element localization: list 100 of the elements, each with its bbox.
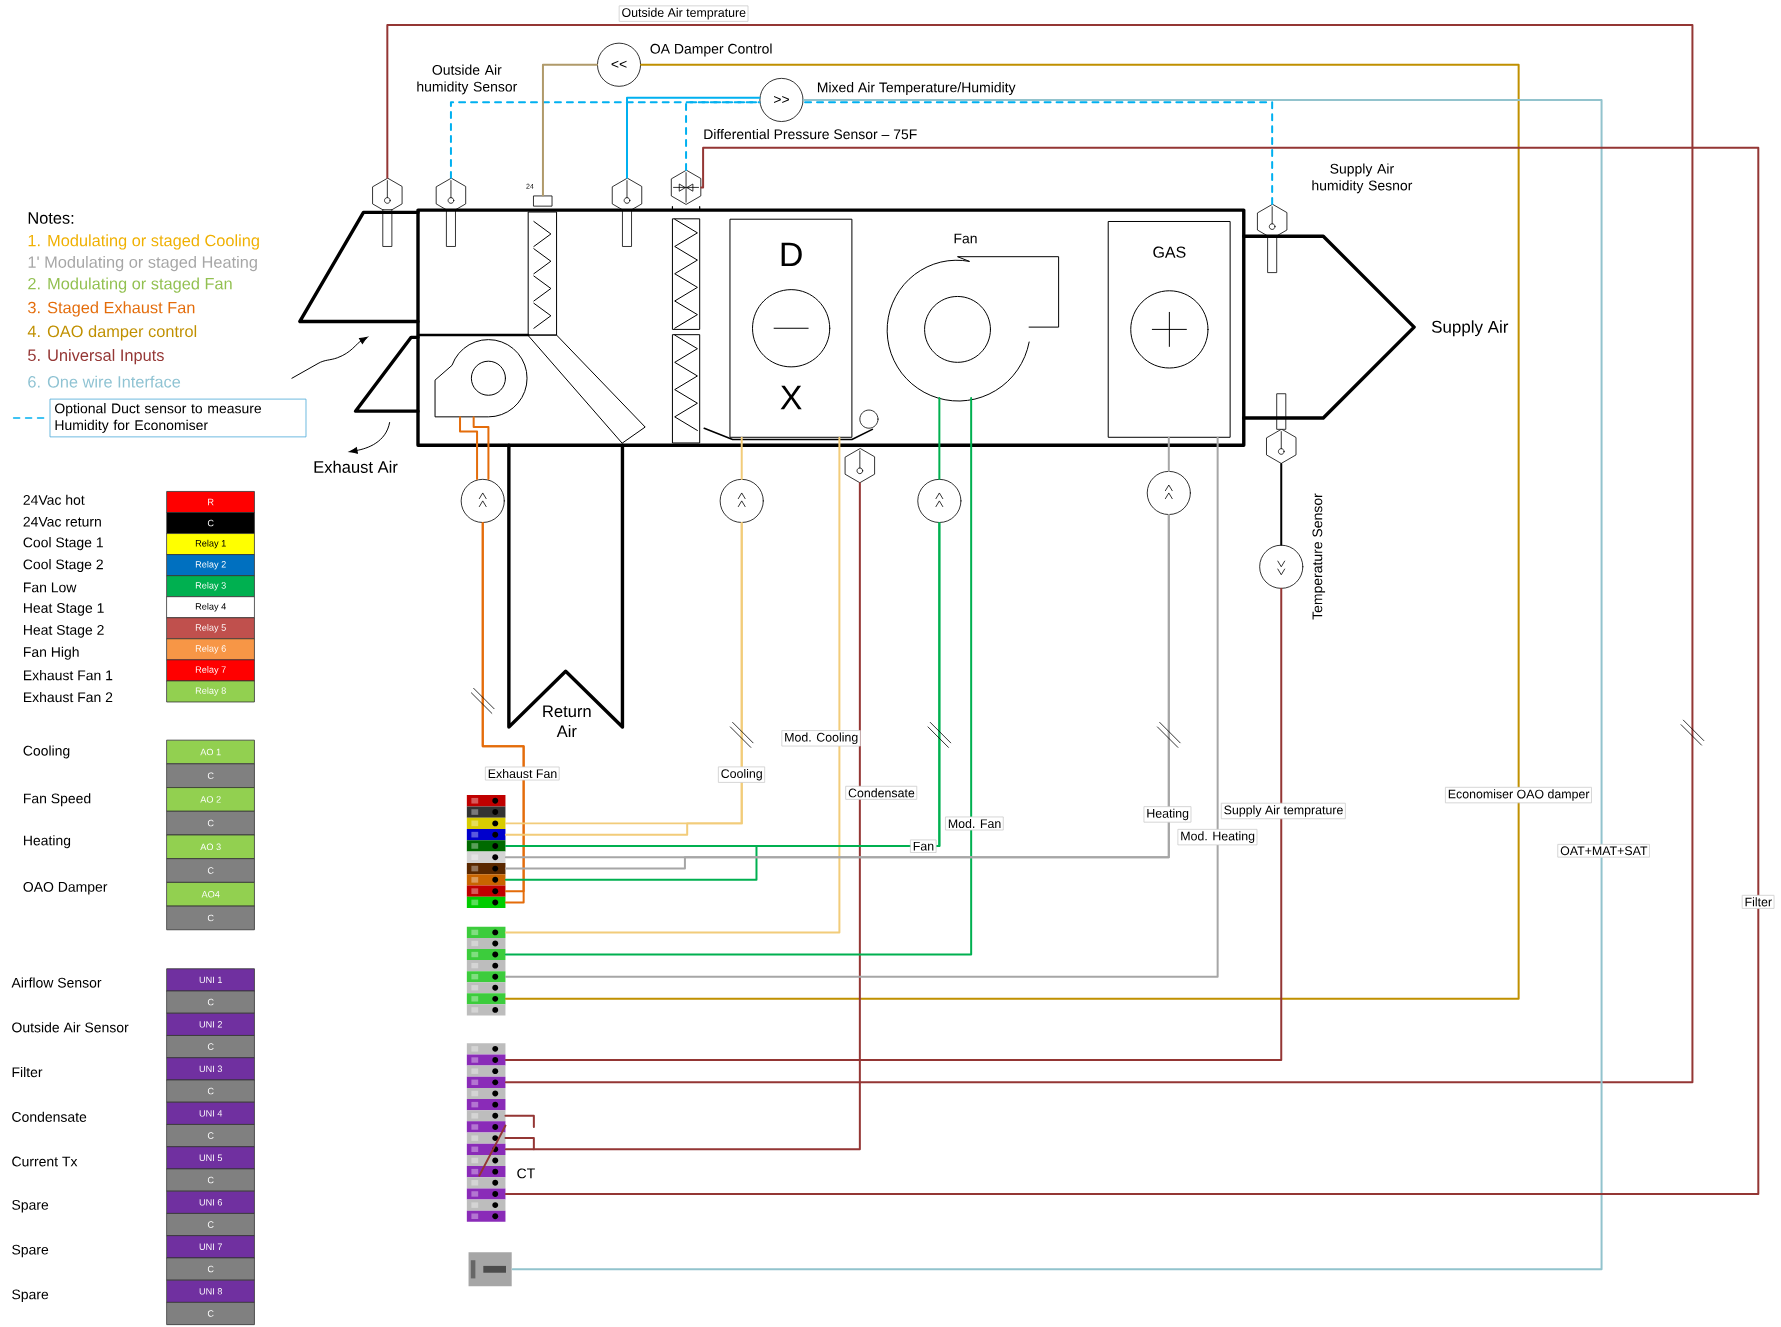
wire <box>740 436 743 481</box>
terminal-cell: C <box>166 1035 255 1059</box>
note-text: 4. OAO damper control <box>27 325 197 341</box>
wire <box>504 63 1520 1001</box>
note-text: 5. Universal Inputs <box>28 349 164 365</box>
edge-label: Economiser OAO damper <box>1445 787 1592 804</box>
edge-label: Supply Air temprature <box>1221 803 1346 820</box>
legend-text: Optional Duct sensor to measure Humidity for Economiser <box>50 398 307 438</box>
wire <box>504 436 841 934</box>
terminal-cell: C <box>166 905 255 931</box>
sensor-caption: Outside Air humidity Sensor <box>417 64 518 95</box>
edge-label: Exhaust Fan <box>485 766 560 781</box>
edge-label: Fan <box>910 839 937 854</box>
terminal-cell: UNI 7 <box>166 1235 255 1259</box>
wire <box>504 482 861 1151</box>
sensor-symbol <box>372 178 403 248</box>
edge-label: Cooling <box>718 766 766 783</box>
terminal-caption: Cooling <box>23 745 70 759</box>
actuator-symbol <box>719 479 764 524</box>
terminal-cell: C <box>166 1257 255 1281</box>
note-text: 2. Modulating or staged Fan <box>28 277 232 293</box>
terminal-caption: Fan High <box>24 646 79 660</box>
terminal-cell: C <box>166 763 255 789</box>
terminal-caption: Filter <box>12 1067 43 1078</box>
unit-label: X <box>780 386 802 410</box>
terminal-caption: 24Vac hot <box>23 494 85 506</box>
terminal-cell: AO4 <box>166 882 255 907</box>
edge-label: Mod. Cooling <box>781 730 861 747</box>
wire <box>504 397 973 956</box>
edge-label: Mod. Fan <box>945 816 1004 831</box>
sensor-caption: OA Damper Control <box>650 43 772 57</box>
terminal-caption: Spare <box>12 1244 49 1258</box>
terminal-cell: AO 2 <box>166 787 255 812</box>
note-text: 1. Modulating or staged Cooling <box>28 234 259 250</box>
terminal-caption: Heating <box>24 835 71 849</box>
terminal-cell: C <box>166 1124 255 1148</box>
damper-actuator <box>533 195 553 207</box>
terminal-cell: UNI 6 <box>166 1190 255 1214</box>
terminal-caption: Cool Stage 2 <box>23 559 103 573</box>
airflow-label: Supply Air <box>1431 320 1509 337</box>
terminal-caption: Cool Stage 1 <box>23 537 103 551</box>
terminal-caption: Spare <box>12 1200 49 1213</box>
edge-label: Outside Air temprature <box>619 5 749 22</box>
wire <box>1167 436 1170 473</box>
terminal-cell: Relay 5 <box>166 617 255 640</box>
terminal-cell: UNI 3 <box>166 1057 255 1081</box>
actuator-symbol <box>1146 471 1191 516</box>
sensor-caption: Mixed Air Temperature/Humidity <box>817 82 1016 96</box>
edge-label: Mod. Heating <box>1177 829 1258 846</box>
edge-label: Heating <box>1143 806 1192 823</box>
terminal-cell: UNI 5 <box>166 1146 255 1170</box>
terminal-block <box>466 1043 506 1222</box>
wire <box>449 101 761 180</box>
wire <box>541 63 599 197</box>
fan-label: Fan <box>954 233 977 244</box>
unit-label: GAS <box>1153 246 1186 258</box>
terminal-cell: Relay 6 <box>166 638 255 661</box>
terminal-cell: Relay 1 <box>166 533 255 556</box>
terminal-cell: AO 1 <box>166 739 255 765</box>
terminal-cell: UNI 1 <box>166 968 255 992</box>
terminal-cell: C <box>166 858 255 883</box>
sensor-symbol <box>435 178 467 248</box>
note-text: 6. One wire Interface <box>28 375 181 388</box>
terminal-cell: Relay 7 <box>166 659 255 682</box>
terminal-cell: C <box>166 990 255 1014</box>
wire <box>626 96 761 180</box>
terminal-cell: Relay 4 <box>166 596 255 619</box>
terminal-cell: C <box>166 1213 255 1237</box>
terminal-cell: C <box>166 1302 255 1326</box>
terminal-caption: Airflow Sensor <box>11 977 102 988</box>
edge-label: Filter <box>1742 895 1775 909</box>
sensor-caption: Temperature Sensor <box>1312 493 1326 620</box>
sensor-caption: Differential Pressure Sensor – 75F <box>704 129 917 140</box>
terminal-cell: C <box>166 811 255 836</box>
terminal-block <box>466 795 506 909</box>
actuator-symbol <box>460 479 505 524</box>
edge-label: Condensate <box>845 786 918 800</box>
wire <box>459 416 479 481</box>
note-text: 1' Modulating or staged Heating <box>28 256 257 272</box>
one-wire-connector <box>468 1252 512 1287</box>
terminal-caption: Spare <box>12 1289 49 1303</box>
airflow-label: Return Air <box>543 705 591 738</box>
terminal-cell: UNI 8 <box>166 1279 255 1303</box>
terminal-caption: Exhaust Fan 1 <box>24 670 113 681</box>
blower-drawing <box>434 339 528 418</box>
terminal-caption: Outside Air Sensor <box>12 1022 129 1033</box>
terminal-caption: Condensate <box>12 1111 87 1123</box>
wire <box>504 146 1760 1196</box>
actuator-symbol <box>917 479 962 524</box>
wire <box>504 587 1283 1062</box>
airflow-label: Exhaust Air <box>314 460 398 474</box>
notes-heading: Notes: <box>28 212 74 224</box>
terminal-caption: Exhaust Fan 2 <box>24 692 113 703</box>
note-text: 3. Staged Exhaust Fan <box>28 301 195 317</box>
terminal-caption: Heat Stage 1 <box>24 603 104 616</box>
pressure-sensor-symbol <box>670 170 702 211</box>
wire <box>802 101 1274 206</box>
sensor-symbol <box>844 448 875 484</box>
terminal-caption: 24Vac return <box>23 516 101 527</box>
air-handler-casing <box>416 208 1246 448</box>
